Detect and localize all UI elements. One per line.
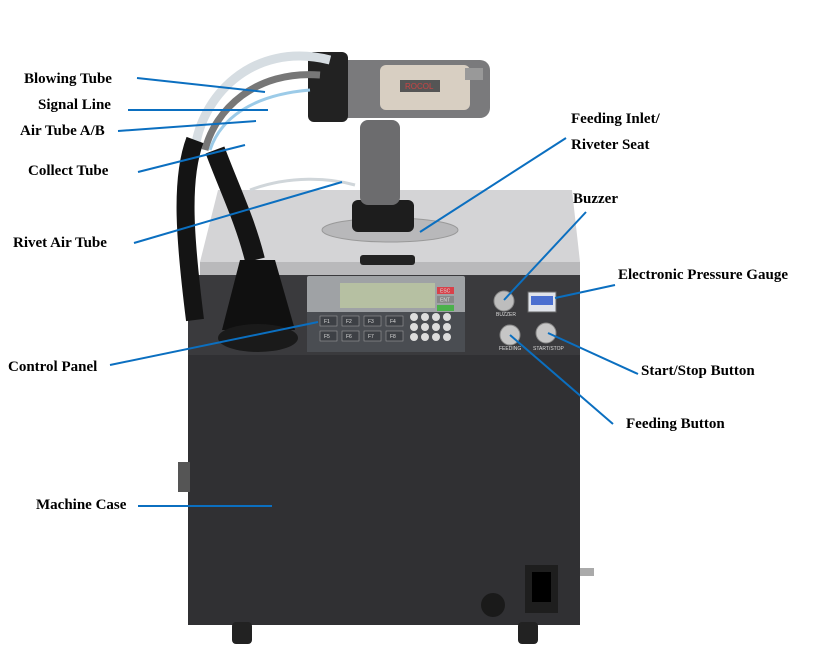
label-air-tube: Air Tube A/B xyxy=(20,123,105,139)
numeric-key[interactable] xyxy=(432,313,440,321)
leader-feeding-inlet xyxy=(419,137,567,233)
leader-blowing-tube xyxy=(136,77,266,93)
numeric-key[interactable] xyxy=(432,333,440,341)
numeric-key[interactable] xyxy=(443,333,451,341)
function-key[interactable] xyxy=(341,315,360,327)
function-key-label: F8 xyxy=(390,334,396,340)
start-stop-text: START/STOP xyxy=(533,346,565,352)
label-rivet-air-tube: Rivet Air Tube xyxy=(13,235,107,251)
esc-key: ESC xyxy=(440,289,451,295)
leader-rivet-air-tube xyxy=(133,181,343,244)
start-stop-button[interactable] xyxy=(535,322,557,344)
function-key[interactable] xyxy=(385,330,404,342)
function-key[interactable] xyxy=(319,330,338,342)
function-key-label: F4 xyxy=(390,319,396,325)
function-key-label: F3 xyxy=(368,319,374,325)
numeric-key[interactable] xyxy=(410,313,418,321)
numeric-key[interactable] xyxy=(443,323,451,331)
leader-collect-tube xyxy=(137,144,246,173)
numeric-key[interactable] xyxy=(443,313,451,321)
label-pressure-gauge: Electronic Pressure Gauge xyxy=(618,267,788,283)
numeric-key[interactable] xyxy=(421,313,429,321)
function-key-label: F5 xyxy=(324,334,330,340)
function-key-label: F6 xyxy=(346,334,352,340)
label-feeding-inlet: Feeding Inlet/ xyxy=(571,111,660,127)
leader-air-tube xyxy=(117,120,257,132)
buzzer-text: BUZZER xyxy=(496,312,516,318)
function-key[interactable] xyxy=(363,315,382,327)
label-machine-case: Machine Case xyxy=(36,497,127,513)
label-buzzer: Buzzer xyxy=(573,191,618,207)
buzzer xyxy=(493,290,515,312)
feeding-text: FEEDING xyxy=(499,346,521,352)
label-riveter-seat: Riveter Seat xyxy=(571,137,650,153)
label-signal-line: Signal Line xyxy=(38,97,111,113)
leader-control-panel xyxy=(109,321,319,366)
leader-buzzer xyxy=(503,211,587,301)
label-start-stop: Start/Stop Button xyxy=(641,363,755,379)
numeric-key[interactable] xyxy=(421,323,429,331)
function-key[interactable] xyxy=(385,315,404,327)
numeric-key[interactable] xyxy=(432,323,440,331)
label-control-panel: Control Panel xyxy=(8,359,98,375)
leader-pressure-gauge xyxy=(554,284,616,299)
numeric-key[interactable] xyxy=(410,333,418,341)
function-key[interactable] xyxy=(363,330,382,342)
function-key[interactable] xyxy=(341,330,360,342)
label-feeding-button: Feeding Button xyxy=(626,416,725,432)
function-key-label: F2 xyxy=(346,319,352,325)
ent-key: ENT xyxy=(440,298,450,304)
function-key-label: F7 xyxy=(368,334,374,340)
gun-brand: ROCOL xyxy=(405,82,434,91)
leader-feeding-button xyxy=(509,334,614,425)
numeric-key[interactable] xyxy=(421,333,429,341)
function-key-label: F1 xyxy=(324,319,330,325)
riveter-gun-handle xyxy=(360,120,400,205)
numeric-key[interactable] xyxy=(410,323,418,331)
leader-start-stop xyxy=(547,332,639,375)
function-key[interactable] xyxy=(319,315,338,327)
label-blowing-tube: Blowing Tube xyxy=(24,71,112,87)
label-collect-tube: Collect Tube xyxy=(28,163,109,179)
